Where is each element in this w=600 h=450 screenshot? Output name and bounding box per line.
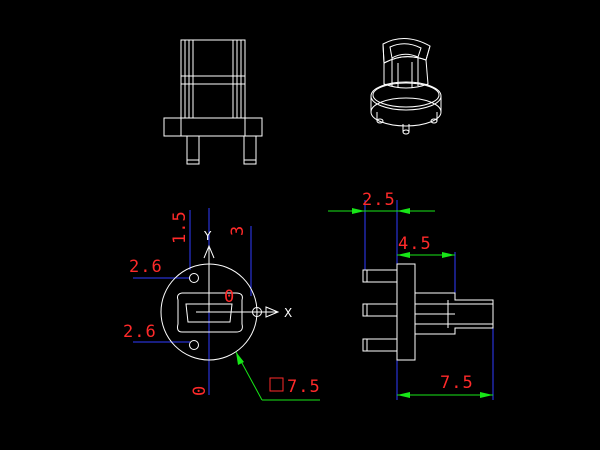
dim-7-5-arrow-right-icon <box>480 392 493 398</box>
square-symbol-icon <box>269 377 284 392</box>
dim-square-7-5-label: 7.5 <box>287 377 321 397</box>
dim-2-5-label: 2.5 <box>362 190 396 210</box>
socket-outer <box>177 292 243 333</box>
pin-bottom <box>362 338 398 352</box>
dim-4-5-label: 4.5 <box>398 234 432 254</box>
dim-7-5-arrow-left-icon <box>397 392 410 398</box>
pin-middle <box>362 303 398 317</box>
y-axis-arrow-icon <box>203 244 215 259</box>
y-axis-label: Y <box>203 229 212 243</box>
dim-2-5-arrow-left-icon <box>352 208 365 214</box>
dim-2-6-top-label: 2.6 <box>129 257 163 277</box>
dim-0-label: 0 <box>190 385 210 396</box>
x-axis-arrow-icon <box>265 306 280 318</box>
top-view: Y X 0 1.5 3 2.6 2.6 0 7.5 <box>123 208 321 401</box>
square-leader-arrow-icon <box>236 352 244 365</box>
flange <box>396 263 416 361</box>
dim-2-5-arrow-right-icon <box>397 208 410 214</box>
dim-4-5-arrow-left-icon <box>397 252 410 258</box>
x-axis-label: X <box>284 306 292 320</box>
isometric-view <box>370 38 442 135</box>
pin-top <box>362 269 398 283</box>
pin-hole-top <box>189 273 199 283</box>
plug-body <box>415 292 494 335</box>
dim-3-label: 3 <box>228 225 248 236</box>
socket-inner <box>185 303 233 323</box>
dim-2-6-bottom-label: 2.6 <box>123 322 157 342</box>
side-view: 2.5 4.5 7.5 <box>328 190 494 400</box>
dim-4-5-arrow-right-icon <box>442 252 455 258</box>
dim-7-5-label: 7.5 <box>440 373 474 393</box>
origin-mark: 0 <box>224 287 235 307</box>
pin-hole-bottom <box>189 340 199 350</box>
front-elevation-view <box>163 39 263 165</box>
dim-1-5-label: 1.5 <box>170 210 190 244</box>
